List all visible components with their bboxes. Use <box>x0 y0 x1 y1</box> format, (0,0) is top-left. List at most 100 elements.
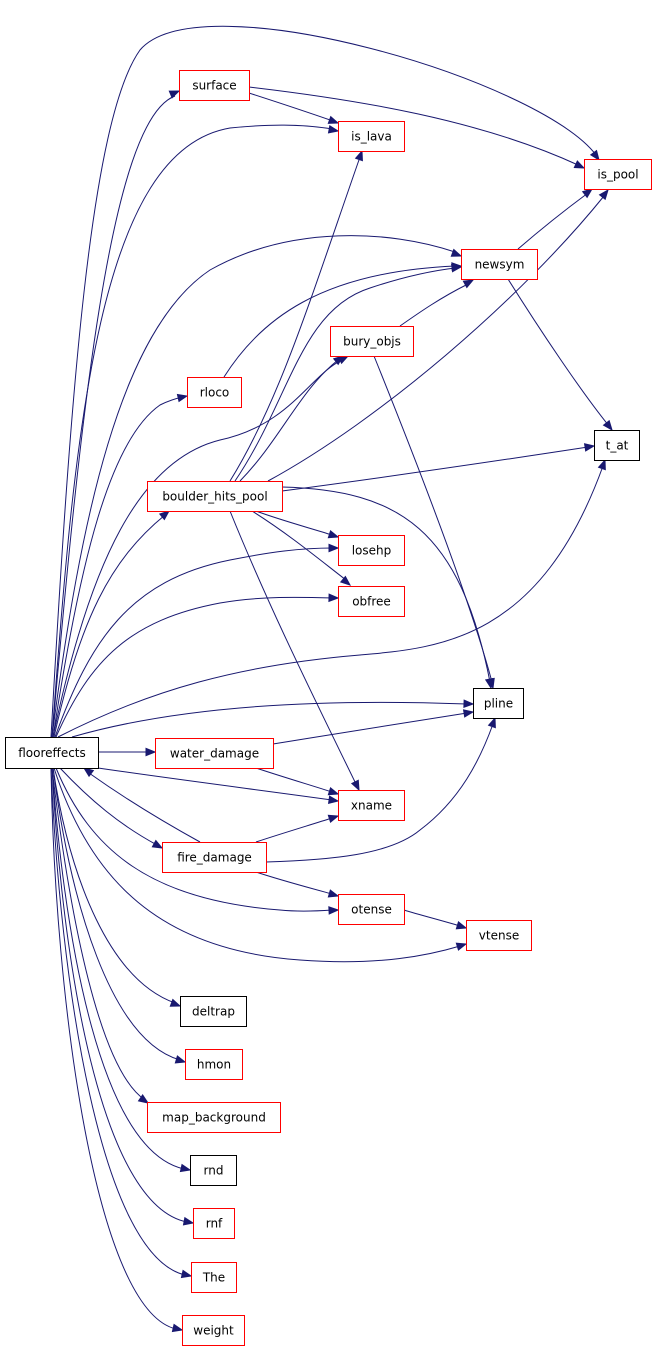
edge-boulder_hits_pool-to-t_at <box>281 443 596 492</box>
edge-bury_objs-to-pline <box>373 355 495 690</box>
arrowhead-icon <box>174 1055 187 1064</box>
arrowhead-icon <box>158 510 171 521</box>
node-surface[interactable]: surface <box>179 70 250 101</box>
node-box <box>338 894 405 925</box>
node-label: newsym <box>475 258 525 272</box>
node-newsym[interactable]: newsym <box>461 249 538 280</box>
arrowhead-icon <box>583 443 596 452</box>
arrowhead-icon <box>327 786 340 796</box>
node-fire-damage[interactable]: fire_damage <box>162 842 267 873</box>
node-t-at[interactable]: t_at <box>594 430 640 461</box>
edge-line <box>234 267 456 482</box>
edge-flooreffects-to-deltrap <box>52 767 182 1007</box>
edge-boulder_hits_pool-to-losehp <box>255 510 340 539</box>
node-weight[interactable]: weight <box>182 1315 245 1346</box>
node-is-lava[interactable]: is_lava <box>338 121 405 152</box>
arrowhead-icon <box>589 149 600 162</box>
node-deltrap[interactable]: deltrap <box>180 996 247 1027</box>
edge-line <box>281 446 589 492</box>
edge-fire_damage-to-otense <box>255 871 340 898</box>
node-box <box>338 586 405 617</box>
edge-line <box>52 767 181 1061</box>
arrowhead-icon <box>168 90 181 99</box>
edge-line <box>255 871 333 895</box>
edge-flooreffects-to-vtense <box>53 767 468 963</box>
node-xname[interactable]: xname <box>338 790 405 821</box>
node-pline[interactable]: pline <box>473 688 524 719</box>
edge-line <box>51 124 334 738</box>
node-boulder-hits-pool[interactable]: boulder_hits_pool <box>147 481 283 512</box>
node-flooreffects: flooreffects <box>5 737 99 769</box>
edge-line <box>223 265 456 378</box>
arrowhead-icon <box>597 458 606 471</box>
arrowhead-icon <box>182 1216 195 1226</box>
edge-flooreffects-to-rnf <box>51 767 195 1226</box>
arrowhead-icon <box>462 279 475 289</box>
edge-water_damage-to-xname <box>255 767 340 796</box>
edge-boulder_hits_pool-to-newsym <box>234 263 463 482</box>
edge-line <box>50 767 177 1330</box>
node-otense[interactable]: otense <box>338 894 405 925</box>
node-vtense[interactable]: vtense <box>466 920 532 951</box>
node-bury-objs[interactable]: bury_objs <box>330 326 414 357</box>
node-hmon[interactable]: hmon <box>185 1049 243 1080</box>
edge-flooreffects-to-otense <box>55 767 340 915</box>
node-label: vtense <box>479 929 519 943</box>
arrowhead-icon <box>171 1323 184 1333</box>
edge-line <box>54 547 334 738</box>
arrowhead-icon <box>581 188 594 199</box>
node-box <box>584 159 652 190</box>
arrowhead-icon <box>450 248 463 257</box>
node-box <box>330 326 414 357</box>
node-box <box>147 481 283 512</box>
edge-line <box>55 596 334 738</box>
node-box <box>179 70 250 101</box>
arrowhead-icon <box>451 263 463 273</box>
node-is-pool[interactable]: is_pool <box>584 159 652 190</box>
arrowhead-icon <box>328 543 340 553</box>
edge-flooreffects-to-bury_objs <box>52 355 350 738</box>
node-box <box>466 920 532 951</box>
edge-flooreffects-to-is_lava <box>51 124 340 738</box>
node-water-damage[interactable]: water_damage <box>155 738 274 769</box>
edge-boulder_hits_pool-to-is_pool <box>267 188 609 482</box>
node-label: rnd <box>204 1164 224 1178</box>
edge-line <box>97 767 333 801</box>
node-map-background[interactable]: map_background <box>147 1102 281 1133</box>
node-box <box>338 790 405 821</box>
edge-boulder_hits_pool-to-bury_objs <box>239 355 345 482</box>
edge-flooreffects-to-obfree <box>55 593 340 738</box>
edge-line <box>403 909 461 927</box>
edge-line <box>255 817 333 843</box>
node-losehp[interactable]: losehp <box>338 535 405 566</box>
edge-line <box>50 25 597 738</box>
node-box <box>473 688 524 719</box>
edge-line <box>248 86 579 166</box>
edge-line <box>229 510 357 785</box>
edge-line <box>88 772 201 843</box>
edge-line <box>265 723 494 863</box>
node-rnf[interactable]: rnf <box>193 1208 235 1239</box>
arrowhead-icon <box>455 942 468 951</box>
node-obfree[interactable]: obfree <box>338 586 405 617</box>
arrowhead-icon <box>350 779 360 792</box>
node-The[interactable]: The <box>191 1262 237 1293</box>
edge-line <box>255 767 333 793</box>
node-label: water_damage <box>170 747 259 761</box>
edge-line <box>50 767 186 1276</box>
node-box <box>155 738 274 769</box>
node-rnd[interactable]: rnd <box>190 1155 237 1186</box>
edge-flooreffects-to-is_pool <box>50 25 600 738</box>
node-box <box>190 1155 237 1186</box>
node-label: is_lava <box>351 130 392 144</box>
arrowhead-icon <box>354 149 363 162</box>
arrowhead-icon <box>176 393 189 403</box>
edge-flooreffects-to-boulder_hits_pool <box>53 510 171 738</box>
edge-boulder_hits_pool-to-obfree <box>251 510 352 586</box>
node-rloco[interactable]: rloco <box>187 377 242 408</box>
arrowhead-icon <box>602 419 613 432</box>
edge-line <box>251 510 347 581</box>
edge-line <box>52 396 184 738</box>
